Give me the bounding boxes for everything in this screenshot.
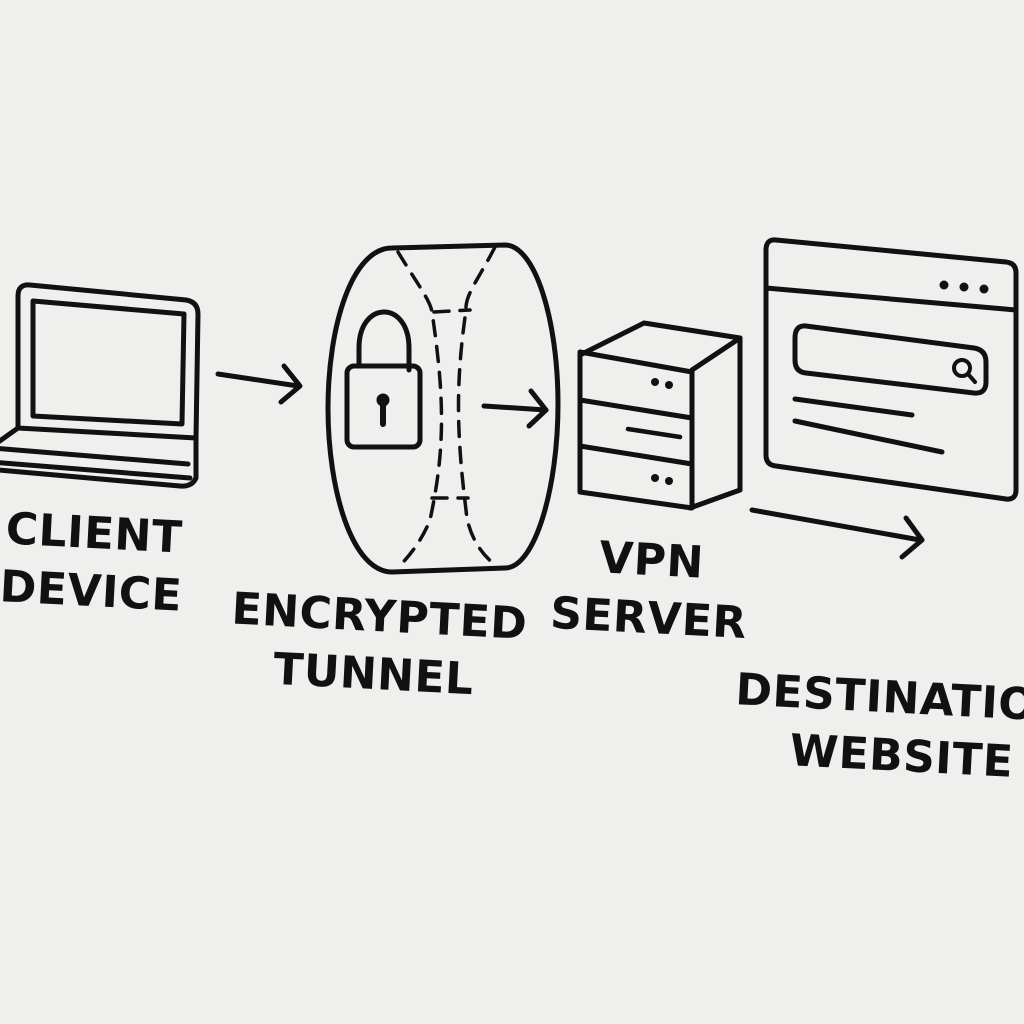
arrow-client-to-tunnel [218,366,300,402]
encrypted-tunnel-label: ENCRYPTED TUNNEL [227,580,528,711]
tunnel-icon [328,245,558,572]
destination-website-label: DESTINATION WEBSITE [715,660,1024,795]
tunnel-dash-upper [434,310,470,312]
arrow-vpn-to-dest [752,510,922,557]
vpn-server-label: VPN SERVER [542,527,758,654]
content-line-2 [795,421,942,452]
tunnel-outline [328,245,558,572]
browser-window-icon [766,240,1016,499]
content-line-1 [795,399,912,415]
browser-search-bar [795,326,986,393]
server-icon [580,323,740,508]
vpn-label-line2: SERVER [548,587,749,650]
client-label-line2: DEVICE [0,561,184,622]
padlock-icon [347,312,420,447]
tunnel-right-ring [459,247,498,566]
client-label-line1: CLIENT [4,503,184,564]
search-icon [954,360,970,376]
vpn-label-line1: VPN [597,532,706,589]
laptop-icon [0,285,198,486]
tunnel-left-ring [398,252,442,568]
arrow-tunnel-to-vpn [484,391,546,426]
client-device-label: CLIENT DEVICE [0,500,188,626]
